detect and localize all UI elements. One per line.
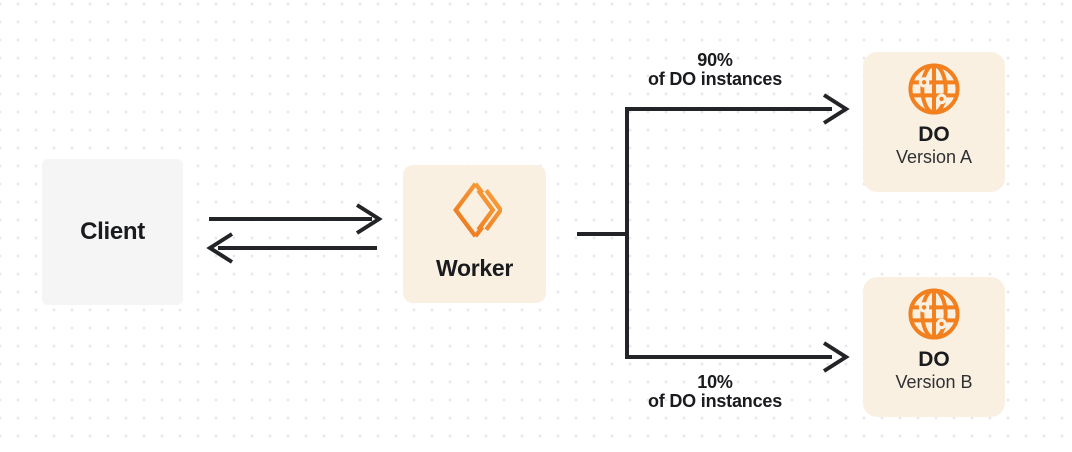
node-do-version-a: DO Version A bbox=[863, 52, 1005, 192]
arrow-worker-to-client bbox=[206, 232, 377, 264]
route-label-10-percent: 10% of DO instances bbox=[605, 373, 825, 411]
route-top-caption: of DO instances bbox=[647, 69, 783, 89]
route-bottom-percent: 10% bbox=[697, 372, 733, 392]
do-a-subtitle: Version A bbox=[895, 147, 973, 167]
route-label-90-percent: 90% of DO instances bbox=[605, 51, 825, 89]
client-label: Client bbox=[80, 218, 145, 245]
node-do-version-b: DO Version B bbox=[863, 277, 1005, 417]
cloudflare-workers-icon bbox=[453, 182, 502, 238]
do-b-title: DO bbox=[918, 348, 950, 371]
arrow-to-do-version-a bbox=[822, 93, 850, 125]
route-top-percent: 90% bbox=[697, 50, 733, 70]
do-a-title: DO bbox=[918, 123, 950, 146]
node-worker: Worker bbox=[403, 165, 546, 303]
arrow-to-do-version-b bbox=[822, 341, 850, 373]
branch-connector bbox=[577, 107, 832, 359]
arrow-client-to-worker bbox=[209, 203, 383, 235]
route-bottom-caption: of DO instances bbox=[647, 391, 783, 411]
worker-label: Worker bbox=[435, 255, 514, 281]
do-b-subtitle: Version B bbox=[895, 372, 973, 392]
durable-object-globe-icon bbox=[908, 63, 960, 115]
durable-object-globe-icon bbox=[908, 288, 960, 340]
node-client: Client bbox=[42, 159, 183, 305]
